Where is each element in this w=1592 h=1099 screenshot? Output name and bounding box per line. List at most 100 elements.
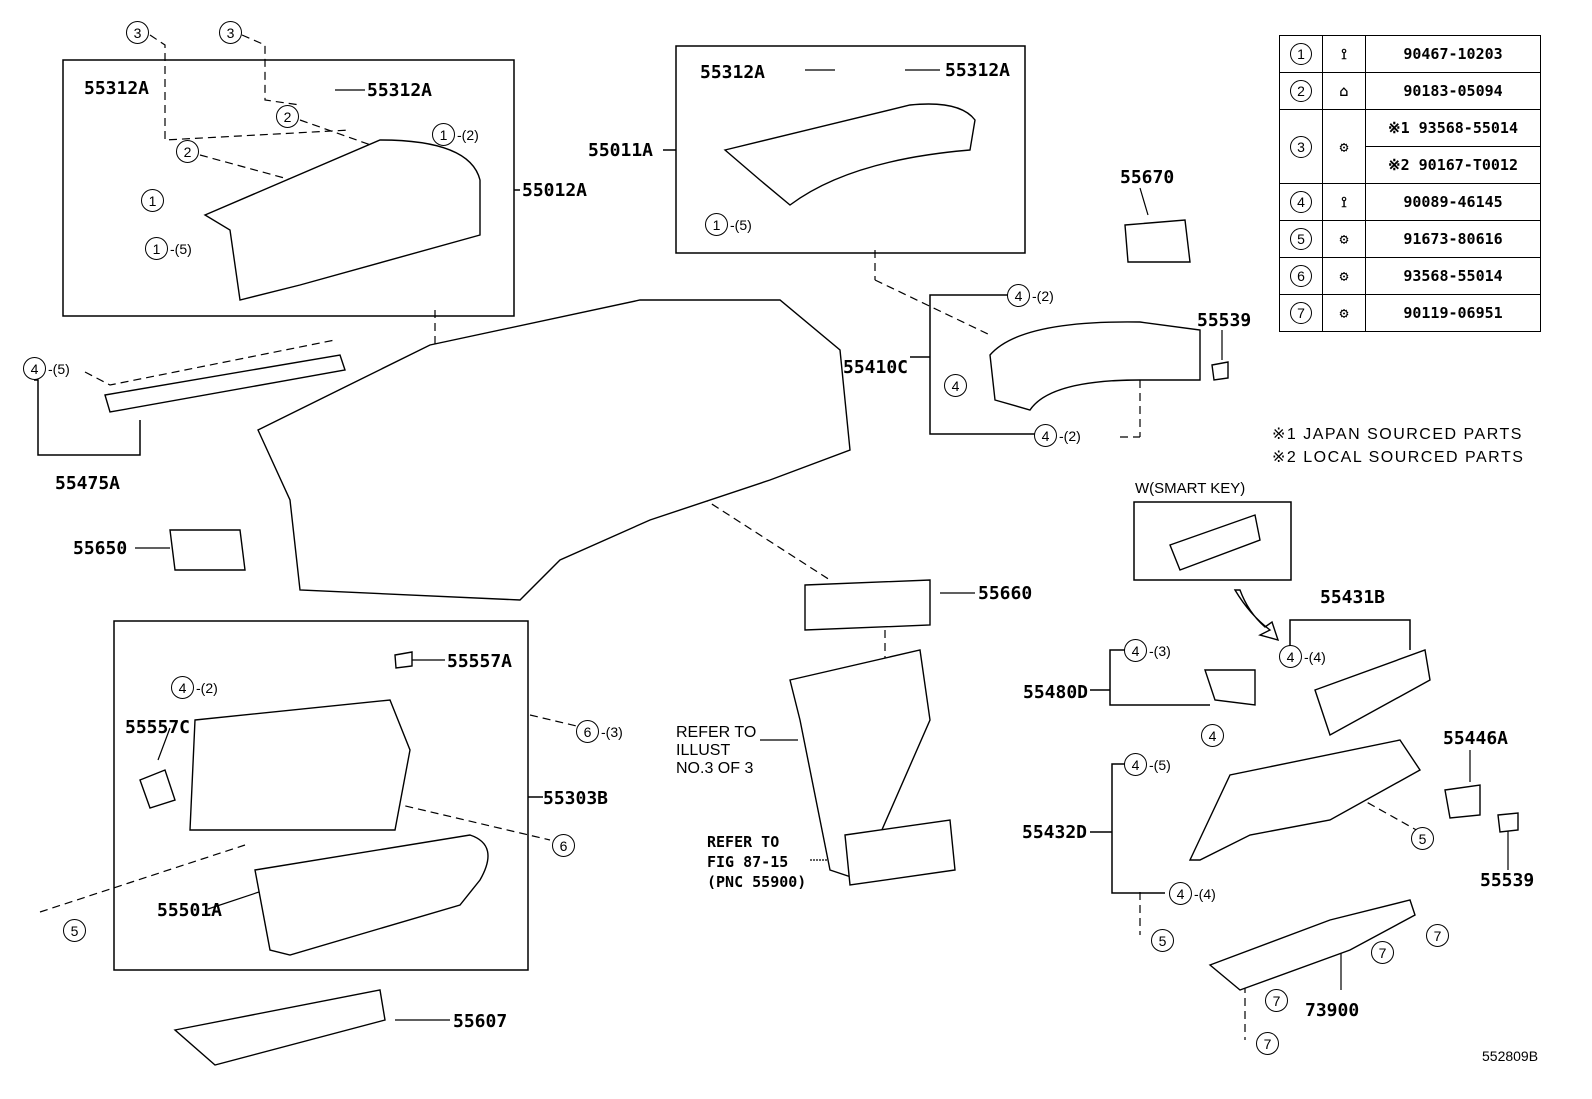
part-55539-upper <box>1211 361 1229 381</box>
refer-fig-note: REFER TO FIG 87-15 (PNC 55900) <box>707 832 806 892</box>
part-55410c <box>989 321 1201 411</box>
part-55446a <box>1444 784 1481 819</box>
row-number: 1 <box>1290 43 1312 65</box>
callout: 7 <box>1426 924 1451 947</box>
part-label: 55539 <box>1197 310 1252 331</box>
callout: 1(5) <box>145 237 192 260</box>
part-number-cell: 90089-46145 <box>1365 183 1541 221</box>
part-label: 55011A <box>588 140 654 161</box>
callout: 7 <box>1265 989 1290 1012</box>
callout: 4(5) <box>23 357 70 380</box>
part-55660 <box>804 579 931 631</box>
part-number-cell: ※1 93568-55014 <box>1365 109 1541 147</box>
row-number: 3 <box>1290 135 1312 158</box>
table-row: ※2 90167-T0012 <box>1280 146 1541 184</box>
part-smart-key-trim <box>1169 514 1261 571</box>
group-box-55012a <box>62 59 515 317</box>
table-row: 7 ⚙90119-06951 <box>1279 294 1541 332</box>
bolt-icon: ⚙ <box>1322 220 1366 258</box>
refer-line: REFER TO <box>707 833 780 851</box>
callout: 5 <box>63 919 88 942</box>
part-label: 55670 <box>1120 167 1175 188</box>
part-55480d <box>1204 669 1256 706</box>
part-55011a <box>723 103 976 206</box>
part-number-cell: 91673-80616 <box>1365 220 1541 258</box>
part-label: 55431B <box>1320 587 1386 608</box>
callout: 4(2) <box>1034 424 1081 447</box>
screw-icon: ⚙ <box>1322 257 1366 295</box>
screw-icon: ⚙ <box>1322 109 1366 184</box>
row-number: 5 <box>1290 228 1312 250</box>
figure-id: 552809B <box>1482 1048 1539 1064</box>
refer-line: FIG 87-15 <box>707 853 789 871</box>
part-55432d <box>1188 739 1422 861</box>
callout: 1 <box>141 189 166 212</box>
row-number: 6 <box>1290 265 1312 287</box>
callout: 5 <box>1411 827 1436 850</box>
part-55012a <box>203 139 481 301</box>
part-55607 <box>173 989 386 1066</box>
part-number-cell: 93568-55014 <box>1365 257 1541 295</box>
part-number-cell: ※2 90167-T0012 <box>1365 146 1541 184</box>
part-label: 55312A <box>700 62 766 83</box>
part-label: 55660 <box>978 583 1033 604</box>
part-73900 <box>1208 899 1416 991</box>
note-local-sourced: ※2 LOCAL SOURCED PARTS <box>1272 449 1525 466</box>
part-label: 55312A <box>945 60 1011 81</box>
callout: 1(2) <box>432 123 479 146</box>
part-55557c <box>139 769 176 809</box>
part-label: 55303B <box>543 788 609 809</box>
part-label: 55480D <box>1023 682 1089 703</box>
fastener-table: 1⟟90467-10203 2⌂90183-05094 3⚙※1 93568-5… <box>1279 35 1541 332</box>
table-row: 3 ⚙※1 93568-55014 <box>1279 109 1541 184</box>
part-label: 55501A <box>157 900 223 921</box>
callout: 2 <box>276 105 301 128</box>
callout: 5 <box>1151 929 1176 952</box>
part-label: 55557A <box>447 651 513 672</box>
callout: 4(2) <box>171 676 218 699</box>
part-label: 55650 <box>73 538 128 559</box>
part-55431b <box>1314 649 1431 737</box>
nut-clip-icon: ⌂ <box>1322 72 1366 110</box>
smart-key-box <box>1133 501 1292 581</box>
group-box-55303b <box>113 620 529 971</box>
part-number-cell: 90119-06951 <box>1365 294 1541 332</box>
clip-icon: ⟟ <box>1322 183 1366 221</box>
part-label: 55475A <box>55 473 121 494</box>
part-number-cell: 90183-05094 <box>1365 72 1541 110</box>
table-row: 5 ⚙91673-80616 <box>1279 220 1541 258</box>
part-55539-lower <box>1497 812 1519 833</box>
smart-key-label: W(SMART KEY) <box>1135 480 1246 497</box>
callout: 7 <box>1371 941 1396 964</box>
part-label: 55410C <box>843 357 909 378</box>
part-label: 55607 <box>453 1011 508 1032</box>
part-label: 55012A <box>522 180 588 201</box>
part-label: 55446A <box>1443 728 1509 749</box>
callout: 7 <box>1256 1032 1281 1055</box>
part-55501a <box>254 834 489 956</box>
table-row: 4 ⟟90089-46145 <box>1279 183 1541 221</box>
part-55650 <box>169 529 246 571</box>
callout: 4(3) <box>1124 639 1171 662</box>
refer-line: NO.3 OF 3 <box>676 760 754 777</box>
part-55303b <box>189 699 411 831</box>
refer-line: (PNC 55900) <box>707 873 807 891</box>
row-number: 4 <box>1290 191 1312 213</box>
bolt-icon: ⚙ <box>1322 294 1366 332</box>
arrow-icon <box>1233 589 1280 642</box>
callout: 6(3) <box>576 720 623 743</box>
table-row: 6 ⚙93568-55014 <box>1279 257 1541 295</box>
part-55475a <box>104 354 346 413</box>
callout: 4(2) <box>1007 284 1054 307</box>
refer-line: ILLUST <box>676 742 731 759</box>
part-label: 55539 <box>1480 870 1535 891</box>
refer-line: REFER TO <box>676 724 757 741</box>
part-55557a <box>394 651 413 669</box>
row-number: 7 <box>1290 302 1312 324</box>
callout: 2 <box>176 140 201 163</box>
refer-illust-note: REFER TO ILLUST NO.3 OF 3 <box>676 724 756 778</box>
part-climate-control <box>844 819 956 886</box>
part-55670 <box>1124 219 1191 263</box>
part-label: 73900 <box>1305 1000 1360 1021</box>
callout: 3 <box>219 21 244 44</box>
